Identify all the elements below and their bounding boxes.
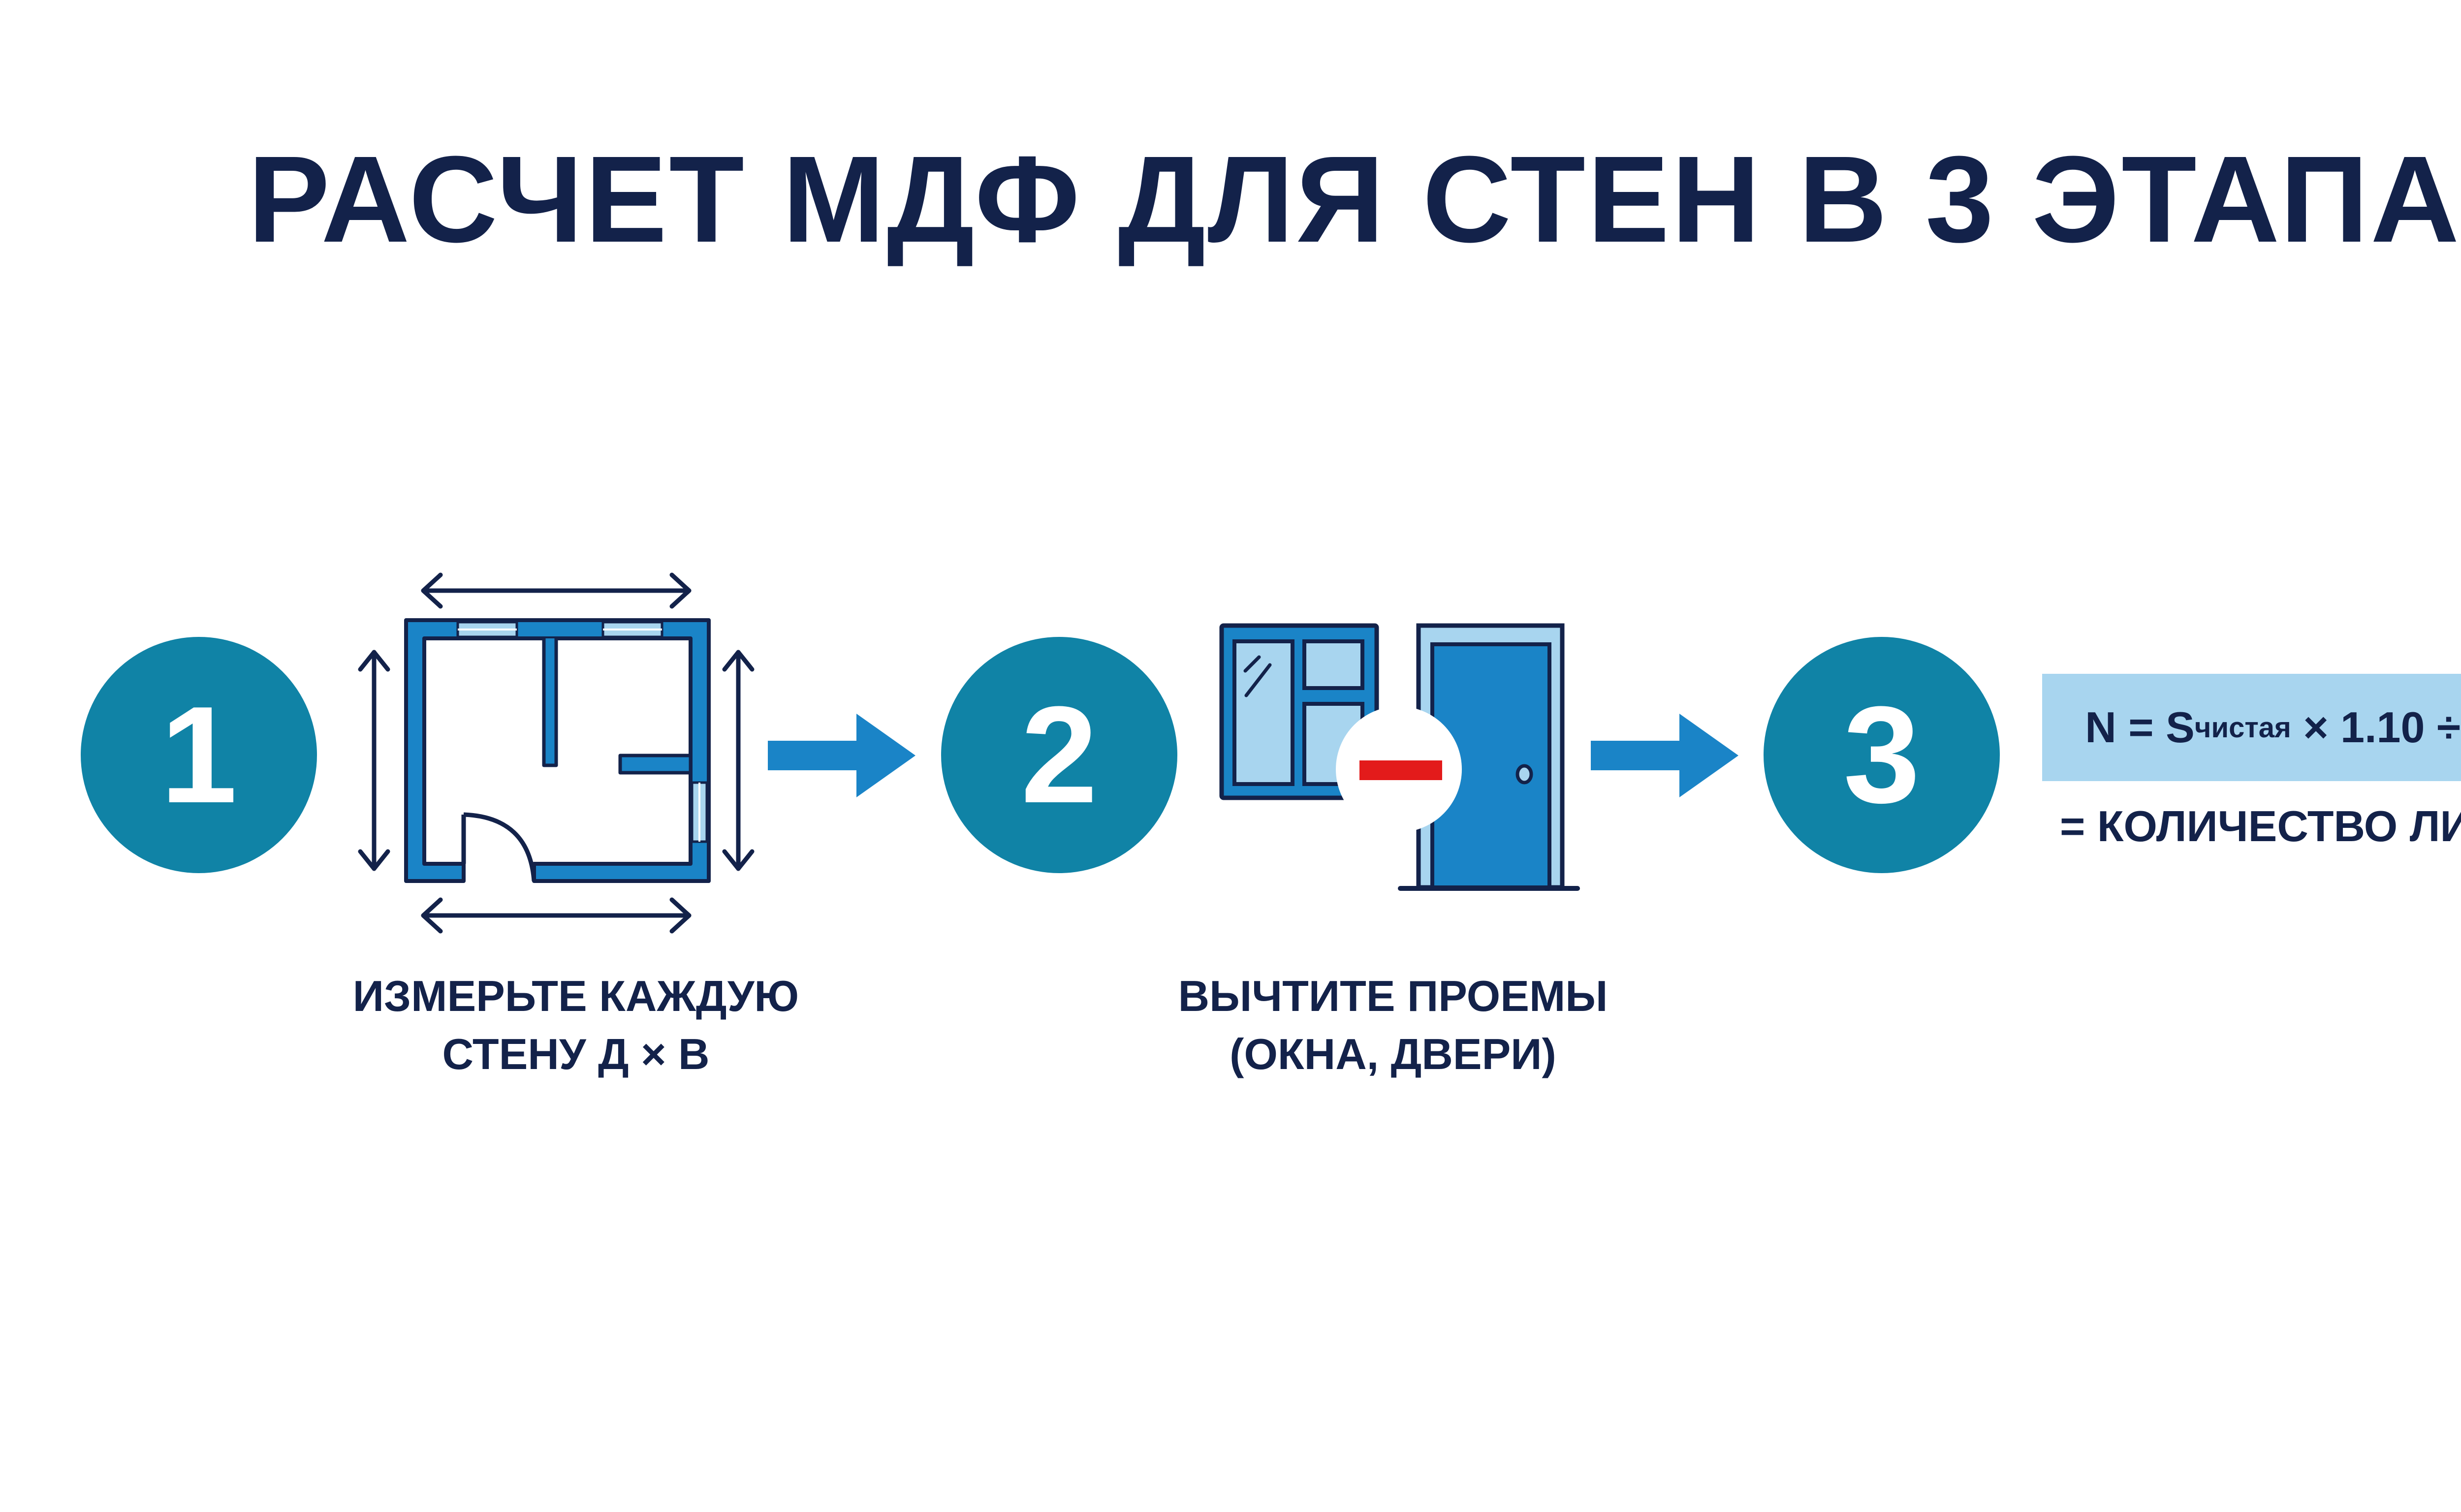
step-2-caption-line1: ВЫЧТИТЕ ПРОЕМЫ (1178, 972, 1608, 1020)
step-1-caption: ИЗМЕРЬТЕ КАЖДУЮ СТЕНУ Д × В (256, 967, 896, 1083)
step-2-caption-line2: (ОКНА, ДВЕРИ) (1230, 1030, 1556, 1078)
formula-mid: × 1.10 ÷ S (2303, 703, 2461, 752)
step-3-number: 3 (1843, 678, 1920, 832)
formula-lhs: N = S (2085, 703, 2195, 752)
step-1-caption-line2: СТЕНУ Д × В (442, 1030, 710, 1078)
arrow-right-2-icon (1591, 714, 1738, 797)
step-1-circle: 1 (81, 637, 317, 873)
step-1-caption-line1: ИЗМЕРЬТЕ КАЖДУЮ (352, 972, 799, 1020)
step-2-caption: ВЫЧТИТЕ ПРОЕМЫ (ОКНА, ДВЕРИ) (1073, 967, 1713, 1083)
step-2-circle: 2 (941, 637, 1177, 873)
step-1-number: 1 (160, 678, 237, 832)
step-3-circle: 3 (1764, 637, 2000, 873)
formula-result: = КОЛИЧЕСТВО ЛИСТОВ (2060, 802, 2461, 850)
page-title: РАСЧЕТ МДФ ДЛЯ СТЕН В 3 ЭТАПА (248, 130, 2461, 268)
window-minus-door-icon (1219, 623, 1580, 891)
floor-plan-with-dimensions-icon (358, 572, 755, 934)
step-2-number: 2 (1021, 678, 1098, 832)
formula-sub-clean: чистая (2194, 711, 2291, 744)
arrow-right-1-icon (768, 714, 915, 797)
